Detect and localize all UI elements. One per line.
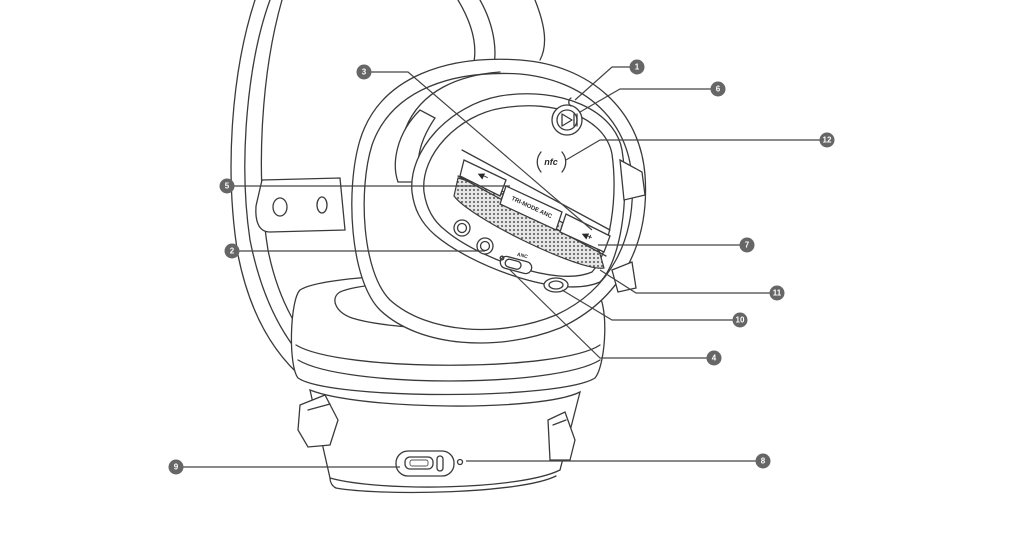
- svg-text:5: 5: [225, 182, 230, 191]
- small-button-lower[interactable]: [477, 238, 493, 254]
- callout-12: 12: [820, 133, 835, 148]
- callout-4: 4: [707, 351, 722, 366]
- svg-text:3: 3: [362, 68, 367, 77]
- svg-text:8: 8: [761, 457, 766, 466]
- svg-text:6: 6: [716, 85, 721, 94]
- callout-3: 3: [357, 65, 372, 80]
- svg-text:9: 9: [174, 463, 179, 472]
- usb-port: [396, 451, 454, 476]
- svg-text:11: 11: [773, 289, 782, 298]
- svg-text:12: 12: [823, 136, 832, 145]
- small-button-upper[interactable]: [454, 220, 470, 236]
- callout-1: 1: [630, 60, 645, 75]
- lower-earcup-body: [298, 390, 580, 492]
- nfc-text: nfc: [544, 157, 558, 167]
- callout-2: 2: [225, 244, 240, 259]
- callout-6: 6: [711, 82, 726, 97]
- oval-button[interactable]: [544, 278, 568, 292]
- svg-text:1: 1: [635, 63, 640, 72]
- svg-text:10: 10: [736, 316, 745, 325]
- svg-text:4: 4: [712, 354, 717, 363]
- microphone-hole: [458, 460, 463, 465]
- callout-7: 7: [740, 238, 755, 253]
- callout-11: 11: [770, 286, 785, 301]
- callout-8: 8: [756, 454, 771, 469]
- svg-text:7: 7: [745, 241, 750, 250]
- callout-10: 10: [733, 313, 748, 328]
- callout-5: 5: [220, 179, 235, 194]
- svg-text:2: 2: [230, 247, 235, 256]
- callout-9: 9: [169, 460, 184, 475]
- play-pause-button[interactable]: [552, 105, 582, 135]
